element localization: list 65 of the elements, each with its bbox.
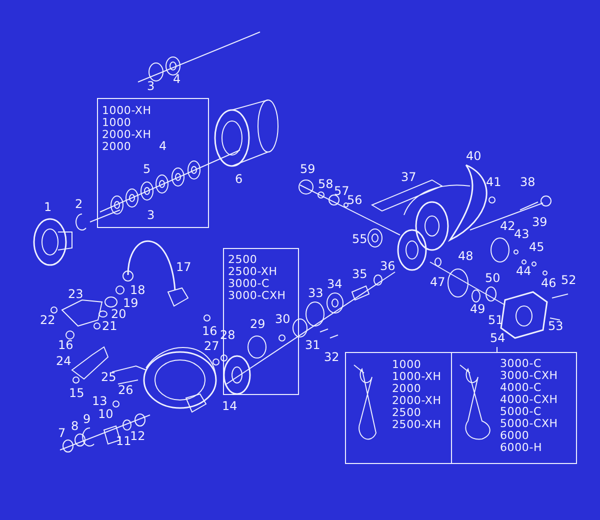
size-list-frame — [97, 98, 209, 228]
callout-number: 42 — [500, 220, 516, 233]
callout-number: 25 — [101, 371, 116, 384]
callout-number: 3 — [147, 80, 155, 93]
callout-number: 37 — [401, 171, 416, 184]
callout-number: 26 — [118, 384, 134, 397]
callout-number: 29 — [250, 318, 266, 331]
callout-number: 13 — [92, 395, 108, 408]
callout-number: 53 — [548, 320, 564, 333]
callout-number: 32 — [324, 351, 340, 364]
callout-number: 19 — [123, 297, 138, 310]
callout-number: 22 — [40, 314, 56, 327]
callout-number: 52 — [561, 274, 576, 287]
callout-number: 15 — [69, 387, 84, 400]
callout-number: 44 — [516, 265, 532, 278]
size-list: 1000 1000-XH 2000 2000-XH 2500 2500-XH — [392, 359, 442, 431]
callout-number: 2 — [75, 198, 83, 211]
callout-number: 6 — [235, 173, 243, 186]
callout-number: 49 — [470, 303, 486, 316]
callout-number: 10 — [98, 408, 114, 421]
callout-number: 30 — [275, 313, 290, 326]
size-list: 1000-XH 1000 2000-XH 2000 — [102, 105, 152, 153]
callout-number: 59 — [300, 163, 316, 176]
callout-number: 33 — [308, 287, 324, 300]
callout-number: 41 — [486, 176, 502, 189]
callout-number: 46 — [541, 277, 556, 290]
callout-number: 4 — [173, 73, 181, 86]
callout-number: 3 — [147, 209, 155, 222]
callout-number: 17 — [176, 261, 192, 274]
callout-number: 55 — [352, 233, 368, 246]
callout-number: 36 — [380, 260, 396, 273]
callout-number: 38 — [520, 176, 536, 189]
callout-number: 23 — [68, 288, 84, 301]
callout-number: 56 — [347, 194, 362, 207]
callout-number: 40 — [466, 150, 482, 163]
callout-number: 7 — [58, 427, 66, 440]
callout-number: 48 — [458, 250, 474, 263]
callout-number: 20 — [111, 308, 126, 321]
callout-number: 5 — [143, 163, 151, 176]
callout-number: 21 — [102, 320, 118, 333]
size-list: 2500 2500-XH 3000-C 3000-CXH — [228, 254, 286, 302]
callout-number: 24 — [56, 355, 72, 368]
callout-number: 50 — [485, 272, 500, 285]
callout-number: 8 — [71, 420, 79, 433]
callout-number: 45 — [529, 241, 544, 254]
callout-number: 35 — [352, 268, 368, 281]
callout-number: 34 — [327, 278, 342, 291]
callout-number: 18 — [130, 284, 146, 297]
callout-number: 39 — [532, 216, 548, 229]
callout-number: 54 — [490, 332, 506, 345]
callout-number: 14 — [222, 400, 238, 413]
callout-number: 58 — [318, 178, 334, 191]
callout-number: 9 — [83, 413, 91, 426]
handle-variant-box — [345, 352, 577, 464]
callout-number: 1 — [44, 201, 52, 214]
callout-number: 4 — [159, 140, 167, 153]
callout-number: 27 — [204, 340, 220, 353]
callout-number: 47 — [430, 276, 446, 289]
callout-number: 43 — [514, 228, 530, 241]
callout-number: 57 — [334, 185, 350, 198]
callout-number: 16 — [202, 325, 218, 338]
size-list: 3000-C 3000-CXH 4000-C 4000-CXH 5000-C 5000-CXH 6000 6000-H — [500, 358, 558, 454]
callout-number: 16 — [58, 339, 74, 352]
callout-number: 31 — [305, 339, 320, 352]
callout-number: 12 — [130, 430, 146, 443]
